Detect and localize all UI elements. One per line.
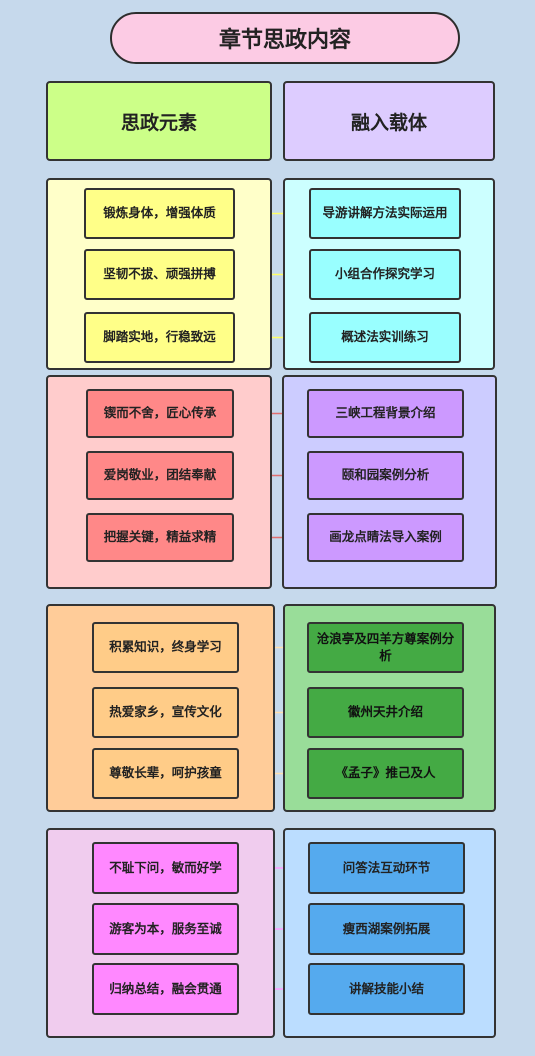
group-2-element-3: 把握关键，精益求精 (86, 513, 234, 562)
group-3-element-3: 尊敬长辈，呵护孩童 (92, 748, 239, 799)
group-1-carrier-2: 小组合作探究学习 (309, 249, 461, 300)
group-4-element-2: 游客为本，服务至诚 (92, 903, 239, 955)
group-2-carrier-2: 颐和园案例分析 (307, 451, 464, 500)
group-3-element-2: 热爱家乡，宣传文化 (92, 687, 239, 738)
group-4-carrier-3: 讲解技能小结 (308, 963, 465, 1015)
group-2-carrier-3: 画龙点睛法导入案例 (307, 513, 464, 562)
group-1-element-2: 坚韧不拔、顽强拼搏 (84, 249, 235, 300)
group-3-carrier-3: 《孟子》推己及人 (307, 748, 464, 799)
group-1-element-1: 锻炼身体，增强体质 (84, 188, 235, 239)
header-integration-carriers: 融入载体 (283, 81, 495, 161)
group-3-carrier-2: 徽州天井介绍 (307, 687, 464, 738)
group-4-element-3: 归纳总结，融会贯通 (92, 963, 239, 1015)
group-4-carrier-1: 问答法互动环节 (308, 842, 465, 894)
diagram-title: 章节思政内容 (110, 12, 460, 64)
group-2-element-1: 锲而不舍，匠心传承 (86, 389, 234, 438)
group-2-element-2: 爱岗敬业，团结奉献 (86, 451, 234, 500)
group-1-carrier-1: 导游讲解方法实际运用 (309, 188, 461, 239)
group-1-element-3: 脚踏实地，行稳致远 (84, 312, 235, 363)
group-2-carrier-1: 三峡工程背景介绍 (307, 389, 464, 438)
group-4-carrier-2: 瘦西湖案例拓展 (308, 903, 465, 955)
group-1-carrier-3: 概述法实训练习 (309, 312, 461, 363)
group-3-element-1: 积累知识，终身学习 (92, 622, 239, 673)
group-3-carrier-1: 沧浪亭及四羊方尊案例分析 (307, 622, 464, 673)
header-ideological-elements: 思政元素 (46, 81, 272, 161)
group-4-element-1: 不耻下问，敏而好学 (92, 842, 239, 894)
